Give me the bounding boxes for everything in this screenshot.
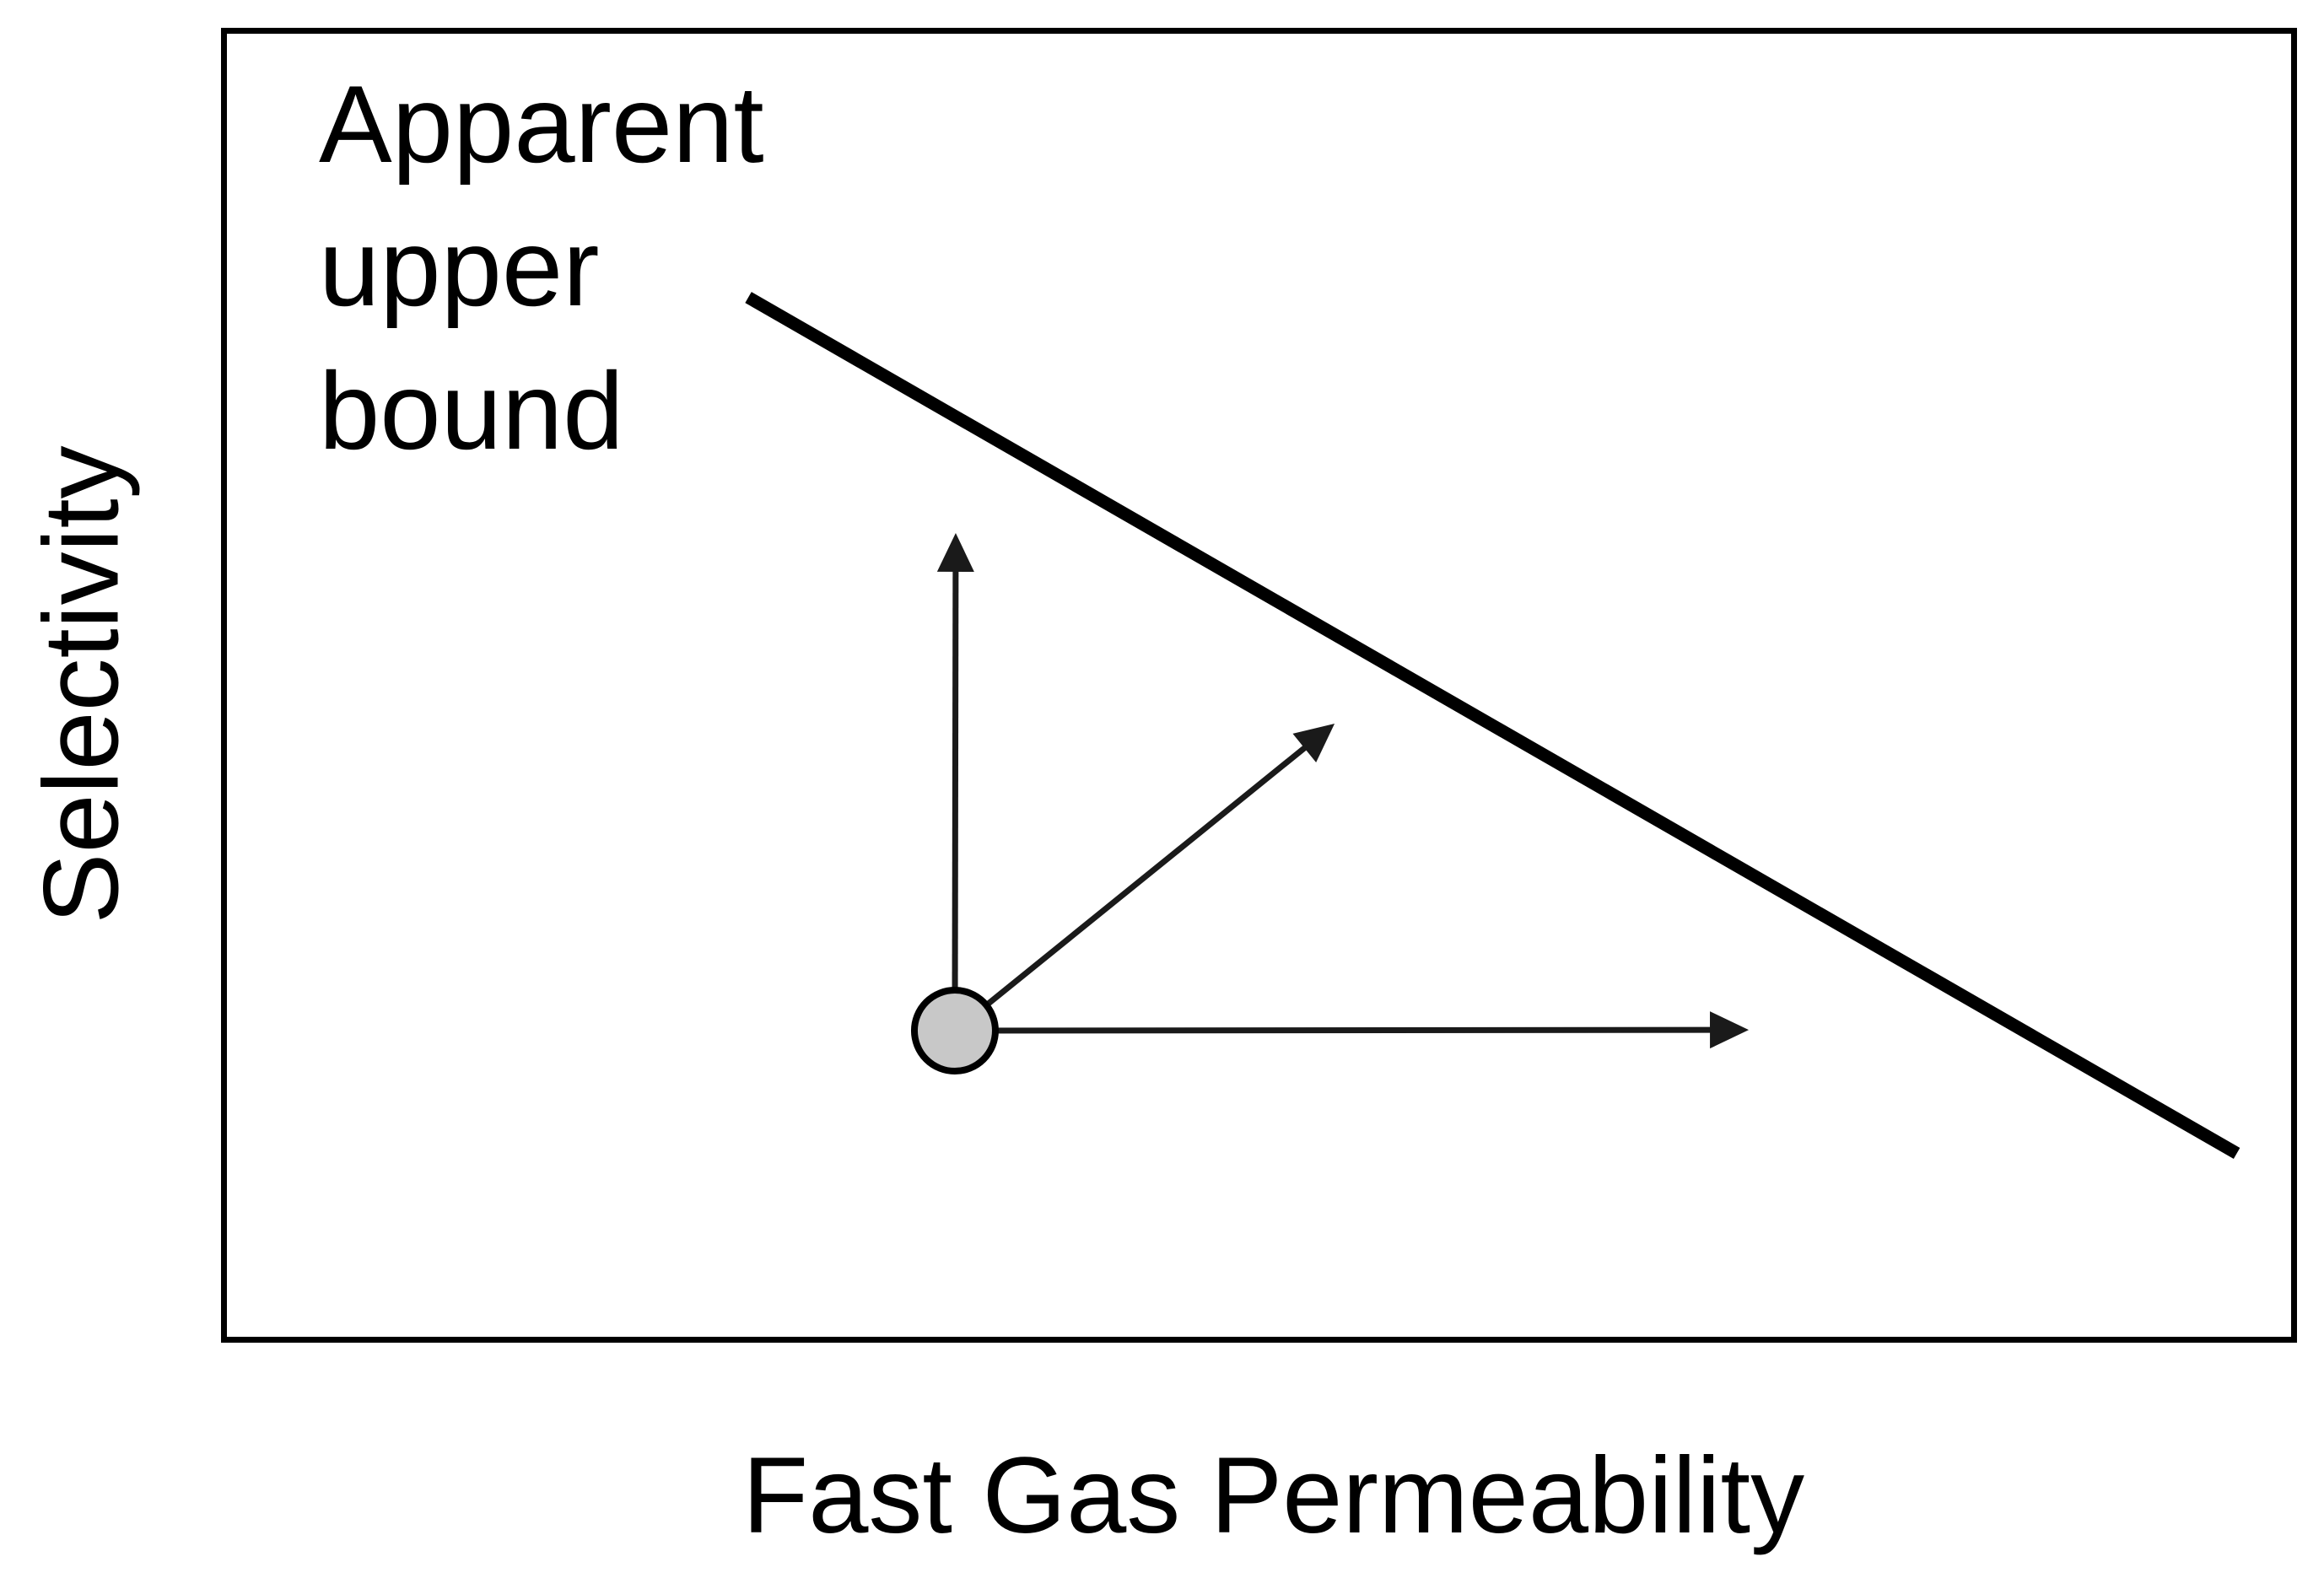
x-axis-label: Fast Gas Permeability xyxy=(742,1435,1805,1556)
y-axis-label: Selectivity xyxy=(21,445,141,924)
upper-bound-annotation: Apparent upper bound xyxy=(319,62,764,472)
